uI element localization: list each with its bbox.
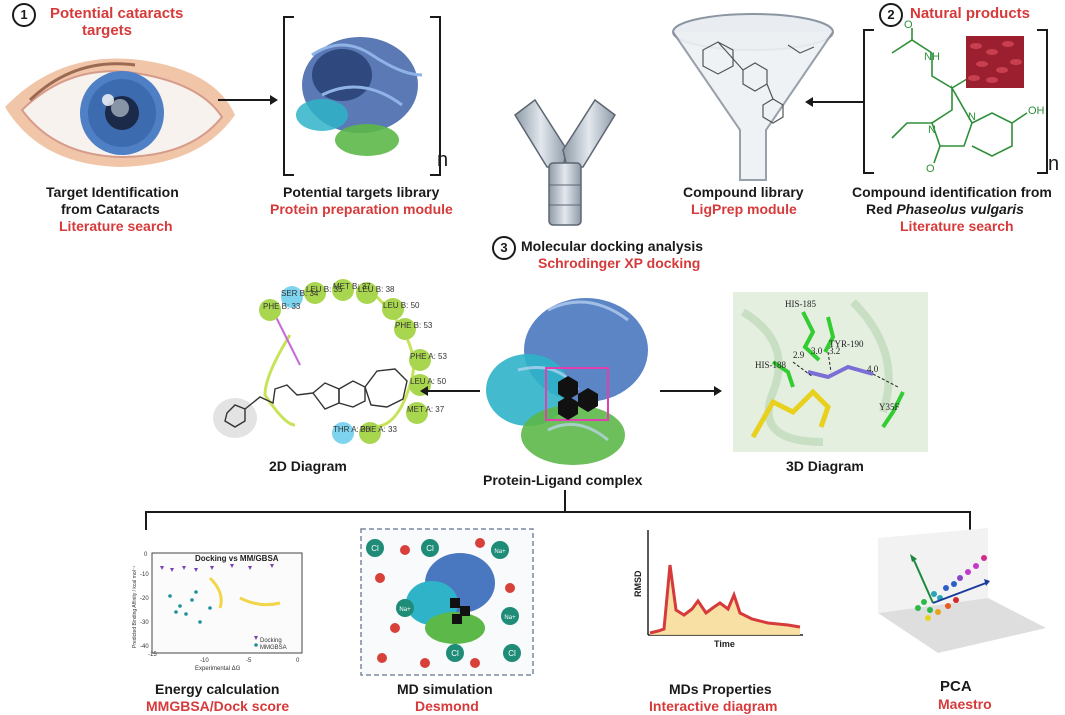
res-phe-b53: PHE B: 53 <box>395 321 433 330</box>
label-tyr190: TYR-190 <box>829 339 864 349</box>
energy-title: Energy calculation <box>155 681 280 697</box>
ytick-4: -40 <box>140 644 149 650</box>
rmsd-plot: RMSD Time <box>633 530 803 649</box>
ytick-1: -10 <box>140 572 149 578</box>
diagram-2d-title: 2D Diagram <box>269 458 347 474</box>
energy-xlabel: Experimental ΔG <box>195 666 241 672</box>
energy-ylabel: Predicted Binding Affinity / kcal mol⁻¹ <box>132 566 138 648</box>
step1-number-badge: 1 <box>12 3 36 27</box>
cl-ion-1: Cl <box>371 544 379 553</box>
xtick-1: -10 <box>200 658 209 664</box>
arrow-complex-to-3d <box>660 386 722 396</box>
docking-connector-icon <box>514 98 616 226</box>
targets-library-method: Protein preparation module <box>270 201 453 217</box>
label-his188: HIS-188 <box>755 360 786 370</box>
compound-id-method: Literature search <box>900 218 1014 234</box>
bottom-connector-lines <box>145 490 971 530</box>
label-y35f: Y35F <box>879 402 900 412</box>
res-met-b37: MET B: 37 <box>333 282 371 291</box>
compound-funnel-graphic <box>672 13 834 181</box>
xtick-3: 0 <box>296 658 300 664</box>
arrow-natural-to-funnel <box>805 97 865 107</box>
pca-title: PCA <box>940 678 972 695</box>
targets-library-title: Potential targets library <box>283 184 440 200</box>
step2-number-badge: 2 <box>879 3 903 27</box>
dist-3: 3.2 <box>829 346 840 356</box>
ytick-2: -20 <box>140 596 149 602</box>
res-phe-a53: PHE A: 53 <box>410 352 447 361</box>
interaction-3d-diagram: HIS-185 TYR-190 HIS-188 Y35F 2.9 3.0 3.2… <box>733 292 928 452</box>
md-props-method: Interactive diagram <box>649 698 778 714</box>
step1-title-line1: Potential cataracts <box>50 5 184 22</box>
dist-4: 4.0 <box>867 364 879 374</box>
rmsd-ylabel: RMSD <box>633 570 643 597</box>
md-sim-method: Desmond <box>415 698 479 714</box>
xtick-2: -5 <box>246 658 252 664</box>
svg-text:O: O <box>926 163 935 175</box>
res-leu-b50: LEU B: 50 <box>383 301 420 310</box>
targets-library-graphic <box>283 16 441 176</box>
svg-text:N: N <box>968 111 976 123</box>
legend-docking: Docking <box>260 638 282 644</box>
compound-id-line2: Red Phaseolus vulgaris <box>866 201 1024 218</box>
arrow-complex-to-2d <box>420 386 480 396</box>
md-simulation-box: Cl Cl Cl Cl Na+ Na+ Na+ <box>360 528 534 676</box>
compound-id-line2-prefix: Red <box>866 201 897 217</box>
energy-scatter-chart: Docking vs MM/GBSA -15 -10 -5 0 0 -10 -2… <box>132 552 303 672</box>
step3-subtitle: Schrodinger XP docking <box>538 255 701 271</box>
protein-ligand-complex <box>486 298 648 465</box>
md-sim-title: MD simulation <box>397 681 493 697</box>
svg-text:N: N <box>928 124 936 136</box>
na-ion-2: Na+ <box>399 607 411 613</box>
arrow-eye-to-targets <box>218 95 278 105</box>
energy-method: MMGBSA/Dock score <box>146 698 290 714</box>
compound-bracket-n: n <box>1048 153 1060 175</box>
step2-title: Natural products <box>910 5 1031 22</box>
energy-chart-title: Docking vs MM/GBSA <box>195 554 279 563</box>
ytick-3: -30 <box>140 620 149 626</box>
target-id-method: Literature search <box>59 218 173 234</box>
na-ion-3: Na+ <box>504 615 516 621</box>
complex-title: Protein-Ligand complex <box>483 472 643 488</box>
interaction-2d-diagram: PHE B: 33 SER B: 34 LEU B: 35 MET B: 37 … <box>213 279 447 444</box>
compound-library-title: Compound library <box>683 184 804 200</box>
res-leu-b38: LEU B: 38 <box>358 285 395 294</box>
dist-2: 3.0 <box>811 346 823 356</box>
legend-mmgbsa: MMGBSA <box>260 645 287 651</box>
svg-text:NH: NH <box>924 51 940 63</box>
md-props-title: MDs Properties <box>669 681 772 697</box>
compound-library-method: LigPrep module <box>691 201 797 217</box>
xtick-0: -15 <box>148 652 157 658</box>
res-met-a37: MET A: 37 <box>407 405 445 414</box>
na-ion-1: Na+ <box>494 549 506 555</box>
targets-bracket-n: n <box>437 149 449 171</box>
target-id-line2: from Cataracts <box>61 201 160 217</box>
res-phe-a33: PHE A: 33 <box>360 425 397 434</box>
svg-text:OH: OH <box>1028 105 1045 117</box>
step3-title: Molecular docking analysis <box>521 238 704 254</box>
cl-ion-4: Cl <box>508 649 516 658</box>
diagram-3d-title: 3D Diagram <box>786 458 864 474</box>
cl-ion-3: Cl <box>451 649 459 658</box>
ytick-0: 0 <box>144 552 148 558</box>
pca-method-visible: Maestro <box>938 696 992 712</box>
pca-scatter <box>878 528 1046 653</box>
step1-title-line2: targets <box>82 22 133 39</box>
step3-number-badge: 3 <box>492 236 516 260</box>
res-thr-a30: THR A: 30 <box>333 425 370 434</box>
res-phe-b33: PHE B: 33 <box>263 302 301 311</box>
cl-ion-2: Cl <box>426 544 434 553</box>
compound-id-line1: Compound identification from <box>852 184 1052 200</box>
eye-illustration <box>5 58 235 167</box>
label-his185: HIS-185 <box>785 299 816 309</box>
compound-id-line2-italic: Phaseolus vulgaris <box>896 201 1024 217</box>
svg-text:O: O <box>904 19 913 31</box>
res-leu-a50: LEU A: 50 <box>410 377 447 386</box>
natural-product-structure: NHO RNN OOH <box>863 19 1048 175</box>
res-ser-b34: SER B: 34 <box>281 289 319 298</box>
res-leu-b35: LEU B: 35 <box>306 285 343 294</box>
dist-1: 2.9 <box>793 350 805 360</box>
rmsd-xlabel: Time <box>714 639 735 649</box>
target-id-line1: Target Identification <box>46 184 179 200</box>
